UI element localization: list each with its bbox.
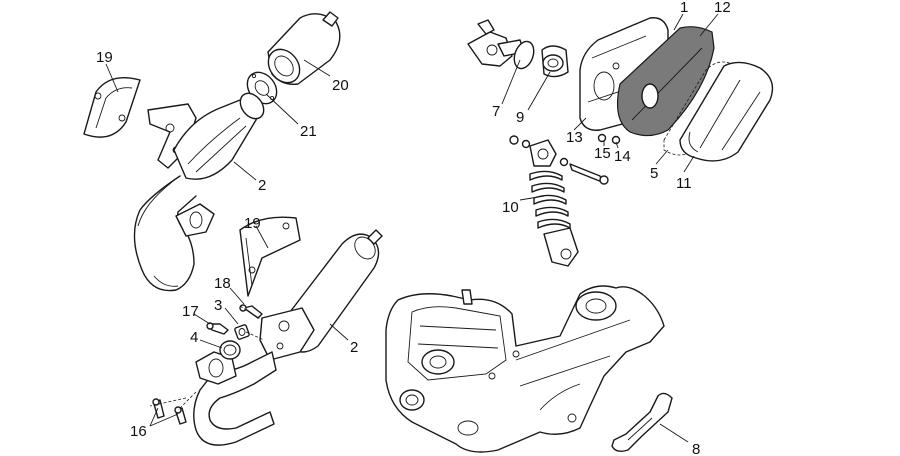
callout-18: 18 (214, 275, 231, 292)
callout-2a: 2 (258, 177, 266, 194)
part-18-bolt[interactable] (239, 304, 263, 319)
part-4-gasket[interactable] (219, 340, 241, 360)
part-17-screw[interactable] (206, 322, 229, 335)
part-2-expansion-chamber-upper[interactable] (133, 89, 268, 292)
callout-15: 15 (594, 145, 611, 162)
callout-8: 8 (692, 441, 700, 456)
callout-10: 10 (502, 199, 519, 216)
callout-16: 16 (130, 423, 147, 440)
part-9-rubber-sleeve[interactable] (511, 39, 569, 78)
callout-9: 9 (516, 109, 524, 126)
part-8-kickstart-lever[interactable] (611, 392, 673, 453)
callout-3: 3 (214, 297, 222, 314)
callout-1: 1 (680, 0, 688, 16)
callout-4: 4 (190, 329, 198, 346)
part-14-screw[interactable] (611, 135, 621, 145)
callout-leader-lines (105, 13, 719, 443)
callout-2b: 2 (350, 339, 358, 356)
callout-14: 14 (614, 148, 631, 165)
part-19-heat-shield-lower[interactable] (239, 216, 301, 297)
callout-numbers: 1 12 19 20 21 2 7 9 13 15 14 5 11 10 19 … (96, 0, 731, 456)
part-16-studs[interactable] (152, 398, 187, 425)
engine-crankcase[interactable] (385, 285, 665, 453)
part-15-screw[interactable] (597, 133, 607, 143)
part-11-filter-cover[interactable] (679, 61, 774, 162)
callout-11: 11 (676, 175, 692, 192)
assembly-guide-lines (149, 305, 265, 411)
part-12-filter-element[interactable] (617, 26, 715, 137)
part-20-silencer-canister[interactable] (262, 11, 341, 89)
callout-5: 5 (650, 165, 658, 182)
callout-19b: 19 (244, 215, 261, 232)
callout-7: 7 (492, 103, 500, 120)
part-3-spacer[interactable] (234, 324, 250, 340)
callout-17: 17 (182, 303, 199, 320)
shock-spring (529, 170, 571, 229)
part-10-shock-absorber[interactable] (509, 135, 609, 267)
callout-20: 20 (332, 77, 349, 94)
callout-12: 12 (714, 0, 731, 16)
callout-13: 13 (566, 129, 583, 146)
callout-19a: 19 (96, 49, 113, 66)
part-7-carburettor[interactable] (467, 19, 525, 67)
callout-21: 21 (300, 123, 317, 140)
part-2-silencer-lower[interactable] (193, 229, 383, 446)
part-19-heat-shield-upper[interactable] (83, 77, 141, 138)
